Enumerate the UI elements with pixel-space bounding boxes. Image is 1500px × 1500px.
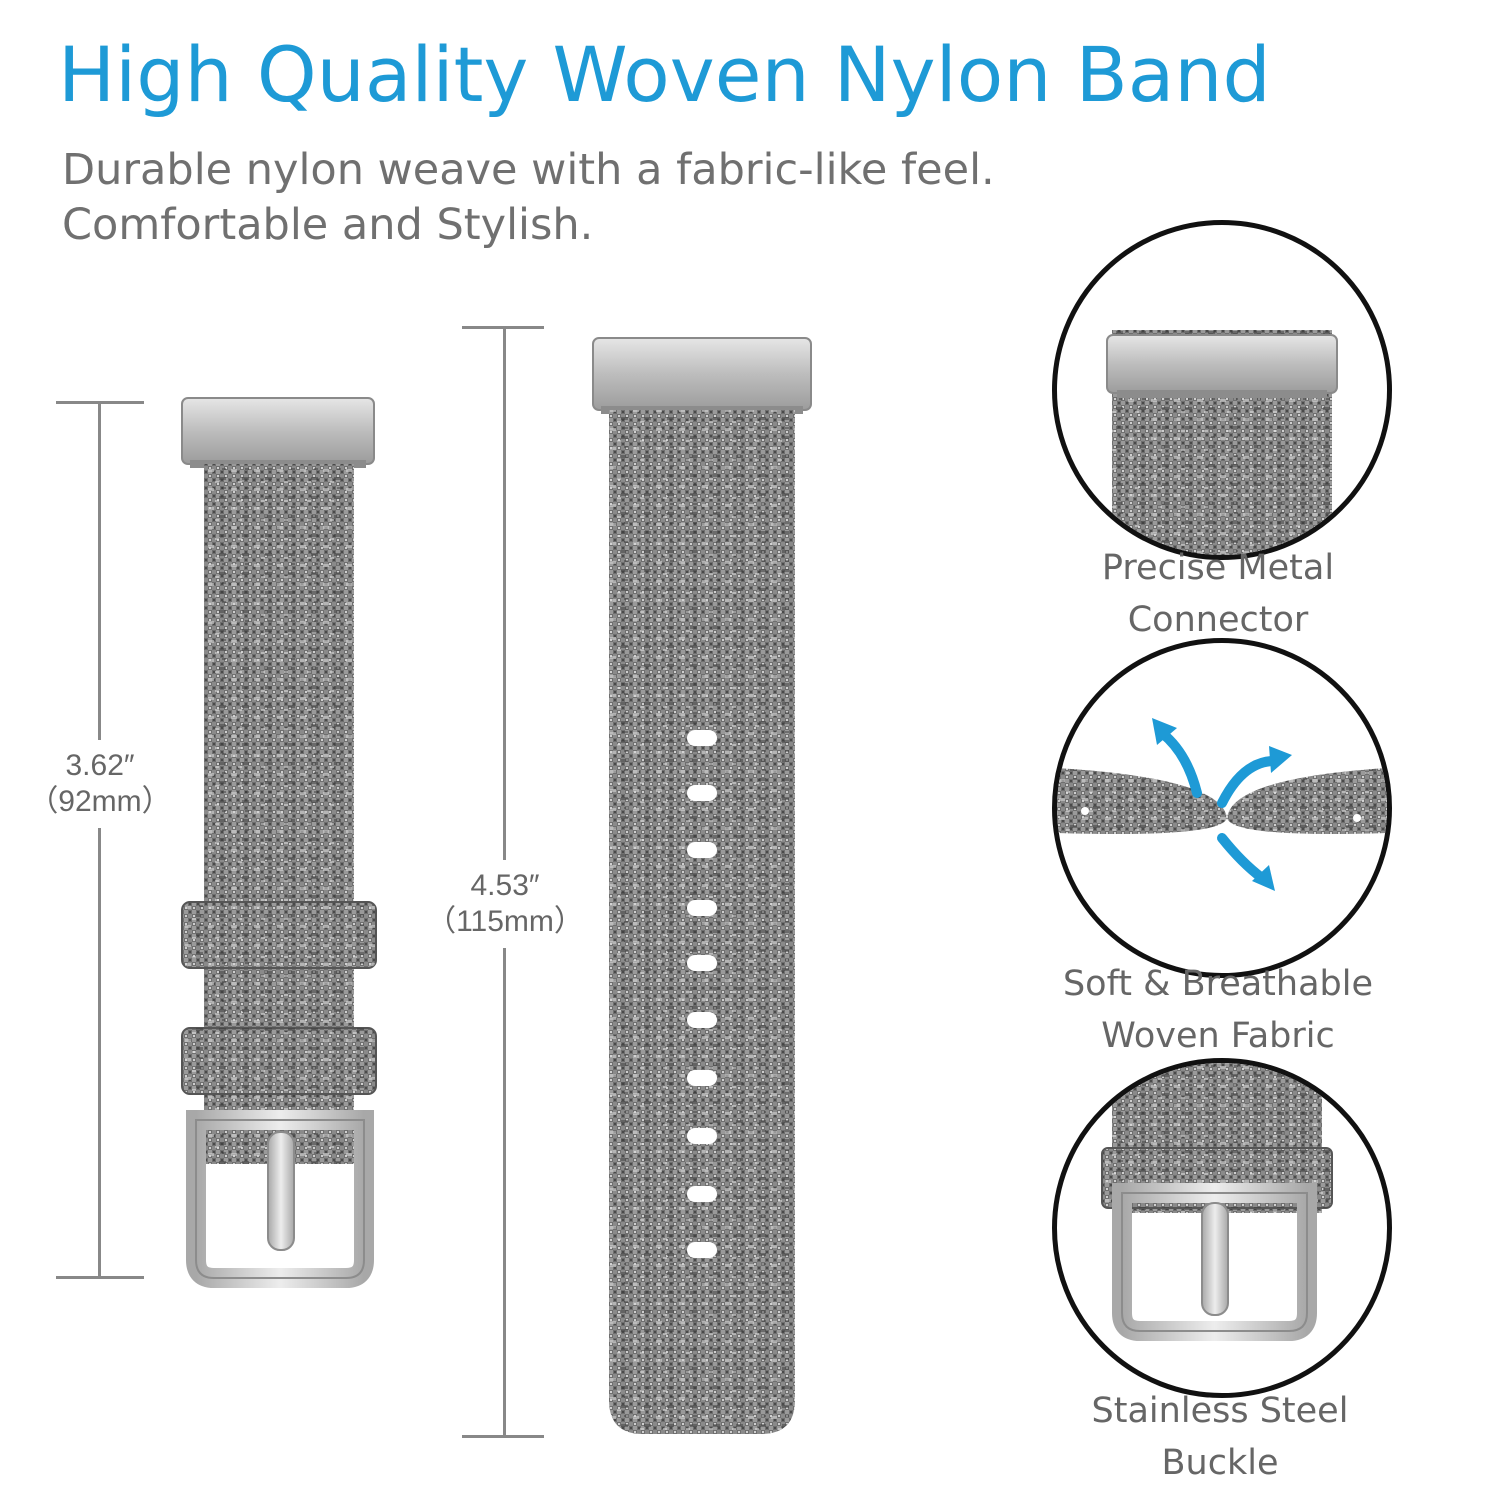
long-band-image xyxy=(592,337,812,1434)
short-band-image xyxy=(181,397,377,1288)
dimension-bottom-tick xyxy=(56,1276,144,1279)
long-band-inches: 4.53″ xyxy=(470,869,540,902)
short-band-mm: （92mm） xyxy=(28,785,172,818)
headline: High Quality Woven Nylon Band xyxy=(58,30,1271,119)
dimension-vertical-line xyxy=(98,401,101,1279)
description-line-2: Comfortable and Stylish. xyxy=(62,200,594,250)
connector-detail-circle xyxy=(1052,220,1392,560)
feature-caption-fabric: Soft & Breathable Woven Fabric xyxy=(1028,958,1408,1062)
description-line-1: Durable nylon weave with a fabric-like f… xyxy=(62,145,995,195)
feature-caption-line1: Precise Metal xyxy=(1101,548,1335,588)
short-band-length-label: 3.62″ （92mm） xyxy=(25,740,175,828)
buckle-detail-circle xyxy=(1052,1058,1392,1398)
feature-caption-connector: Precise Metal Connector xyxy=(1028,542,1408,646)
feature-caption-line1: Soft & Breathable xyxy=(1062,964,1374,1004)
feature-caption-buckle: Stainless Steel Buckle xyxy=(1030,1385,1410,1489)
fabric-detail-circle xyxy=(1052,638,1392,978)
feature-caption-line2: Buckle xyxy=(1161,1443,1279,1483)
short-band-inches: 3.62″ xyxy=(65,749,135,782)
metal-connector xyxy=(181,397,375,465)
long-band-mm: （115mm） xyxy=(426,905,584,938)
metal-connector xyxy=(592,337,812,411)
buckle-prong xyxy=(267,1131,295,1251)
strap-holes xyxy=(687,730,717,1258)
long-band-length-label: 4.53″ （115mm） xyxy=(420,860,590,948)
feature-caption-line1: Stainless Steel xyxy=(1091,1391,1349,1431)
feature-caption-line2: Connector xyxy=(1127,600,1309,640)
feature-caption-line2: Woven Fabric xyxy=(1101,1016,1335,1056)
connector-icon xyxy=(1106,334,1338,394)
dimension-bottom-tick xyxy=(462,1435,544,1438)
